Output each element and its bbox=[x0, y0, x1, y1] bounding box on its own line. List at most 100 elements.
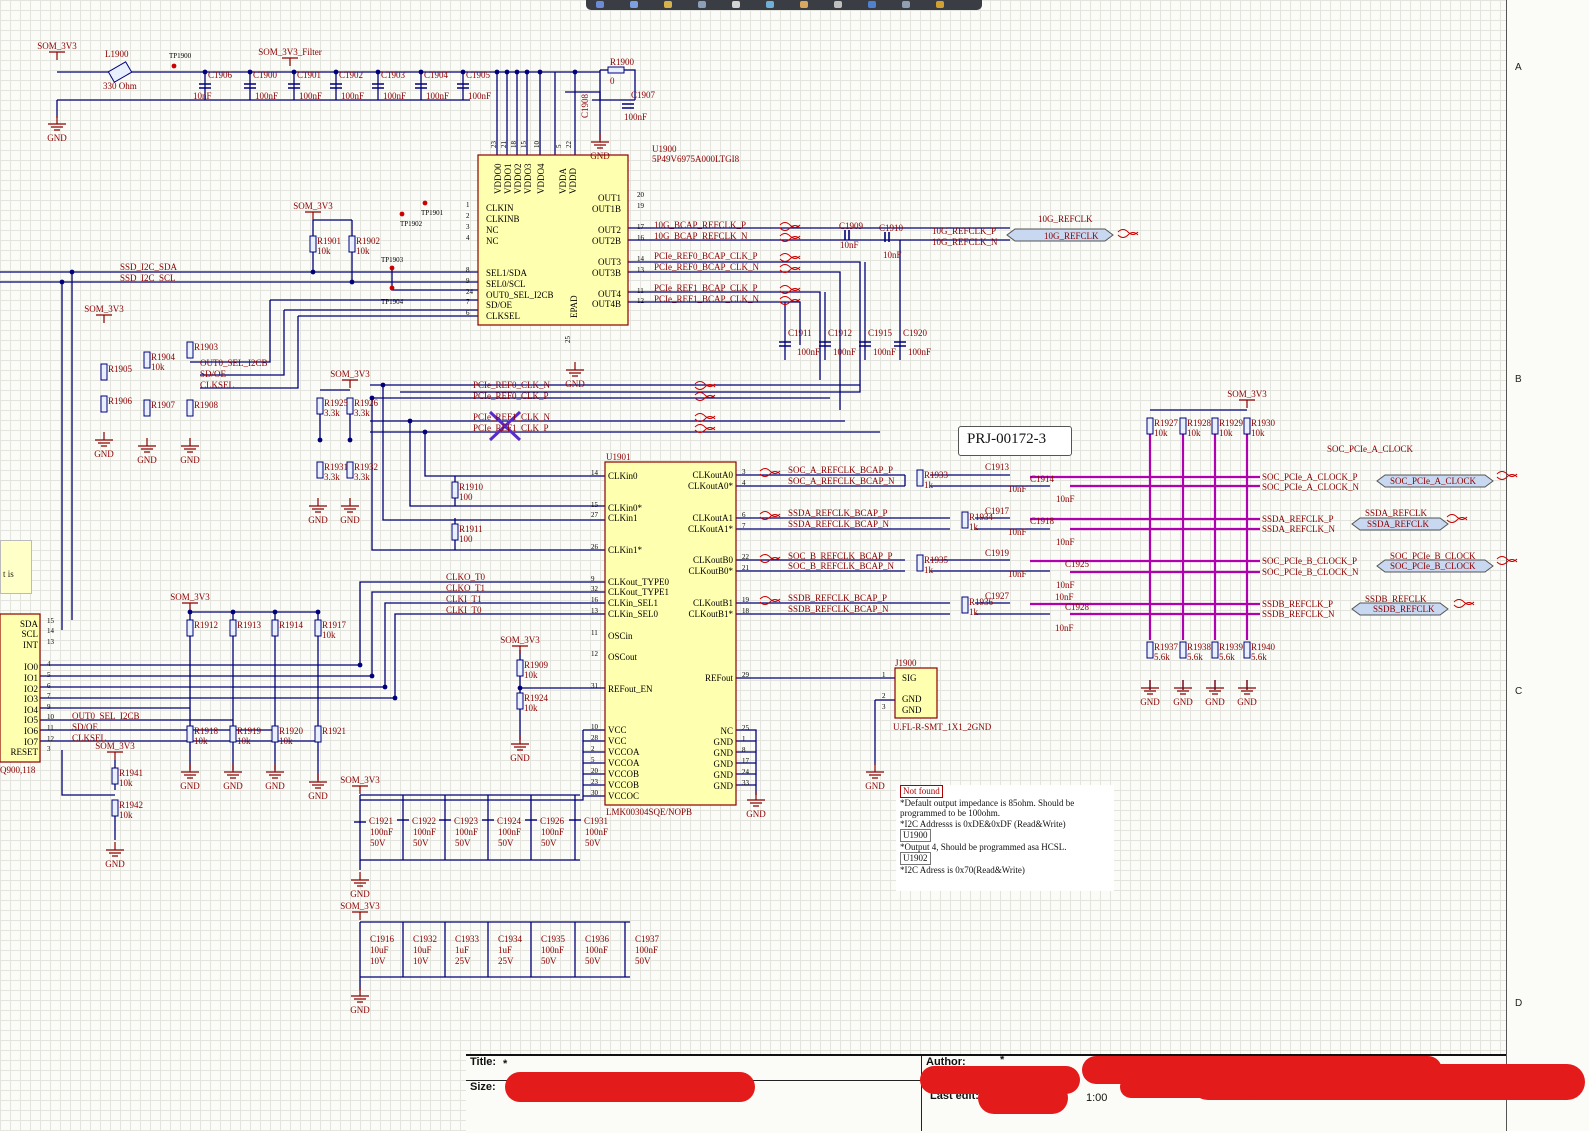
resistor[interactable] bbox=[186, 619, 194, 637]
j1900-body[interactable] bbox=[894, 667, 938, 719]
scale-value: 1:00 bbox=[1086, 1092, 1108, 1104]
capacitor-value: 100nF bbox=[624, 112, 647, 122]
capacitor[interactable] bbox=[859, 341, 871, 347]
capacitor[interactable] bbox=[372, 83, 384, 89]
capacitor[interactable] bbox=[330, 83, 342, 89]
resistor[interactable] bbox=[916, 554, 924, 572]
resistor[interactable] bbox=[111, 799, 119, 817]
ground-label: GND bbox=[1205, 697, 1225, 707]
capacitor-ref: C1904 bbox=[424, 70, 449, 80]
project-callout[interactable]: PRJ-00172-3 bbox=[958, 426, 1072, 456]
test-point-dot bbox=[389, 285, 395, 291]
resistor[interactable] bbox=[516, 659, 524, 677]
sticky-note[interactable]: t is bbox=[0, 540, 32, 594]
toolbar-button[interactable] bbox=[902, 1, 910, 8]
junction-dot bbox=[572, 69, 578, 75]
toolbar-button[interactable] bbox=[732, 1, 740, 8]
toolbar-button[interactable] bbox=[698, 1, 706, 8]
capacitor[interactable] bbox=[199, 83, 211, 89]
diff-pair-icon bbox=[759, 554, 781, 563]
resistor[interactable] bbox=[309, 235, 317, 253]
floating-toolbar[interactable] bbox=[586, 0, 982, 10]
toolbar-button[interactable] bbox=[834, 1, 842, 8]
resistor[interactable] bbox=[271, 619, 279, 637]
resistor[interactable] bbox=[451, 523, 459, 541]
resistor[interactable] bbox=[229, 725, 237, 743]
u1900-body[interactable] bbox=[477, 154, 629, 326]
capacitor[interactable] bbox=[288, 83, 300, 89]
toolbar-button[interactable] bbox=[800, 1, 808, 8]
resistor[interactable] bbox=[1146, 417, 1154, 435]
resistor[interactable] bbox=[346, 461, 354, 479]
resistor[interactable] bbox=[1243, 417, 1251, 435]
u1901-pin-number: 5 bbox=[591, 756, 595, 764]
resistor[interactable] bbox=[516, 692, 524, 710]
resistor[interactable] bbox=[346, 397, 354, 415]
design-note[interactable]: Not found *Default output impedance is 8… bbox=[896, 785, 1114, 891]
resistor[interactable] bbox=[1179, 641, 1187, 659]
capacitor[interactable] bbox=[894, 341, 906, 347]
capacitor[interactable] bbox=[819, 341, 831, 347]
junction-dot bbox=[202, 69, 208, 75]
resistor[interactable] bbox=[607, 66, 625, 74]
toolbar-button[interactable] bbox=[868, 1, 876, 8]
u1901-pin-label: CLKin_SEL0 bbox=[608, 609, 659, 619]
capacitor[interactable] bbox=[622, 103, 634, 109]
u1900-pin-number: 4 bbox=[466, 234, 470, 242]
u1900-pin-number: 11 bbox=[637, 287, 644, 295]
toolbar-button[interactable] bbox=[596, 1, 604, 8]
resistor[interactable] bbox=[229, 619, 237, 637]
resistor[interactable] bbox=[186, 341, 194, 359]
resistor[interactable] bbox=[961, 511, 969, 529]
resistor[interactable] bbox=[961, 596, 969, 614]
resistor[interactable] bbox=[314, 619, 322, 637]
resistor[interactable] bbox=[1243, 641, 1251, 659]
net-label: SOC_PCIe_A_CLOCK_P bbox=[1262, 472, 1358, 482]
resistor-value: 1k bbox=[924, 480, 934, 490]
capacitor[interactable] bbox=[844, 230, 850, 240]
capacitor[interactable] bbox=[415, 83, 427, 89]
resistor[interactable] bbox=[314, 725, 322, 743]
resistor-value: 10k bbox=[1154, 428, 1168, 438]
resistor[interactable] bbox=[111, 767, 119, 785]
resistor[interactable] bbox=[143, 399, 151, 417]
resistor[interactable] bbox=[100, 363, 108, 381]
toolbar-button[interactable] bbox=[664, 1, 672, 8]
capacitor[interactable] bbox=[457, 83, 469, 89]
testpoint-label: TP1900 bbox=[169, 52, 192, 60]
capacitor[interactable] bbox=[244, 83, 256, 89]
resistor[interactable] bbox=[316, 397, 324, 415]
resistor[interactable] bbox=[143, 351, 151, 369]
resistor[interactable] bbox=[316, 461, 324, 479]
inductor-l1900[interactable] bbox=[107, 61, 133, 83]
resistor[interactable] bbox=[1179, 417, 1187, 435]
resistor[interactable] bbox=[1211, 417, 1219, 435]
capacitor[interactable] bbox=[779, 341, 791, 347]
resistor[interactable] bbox=[100, 395, 108, 413]
capacitor-ref: C1919 bbox=[985, 548, 1010, 558]
resistor[interactable] bbox=[1146, 641, 1154, 659]
capacitors[interactable] bbox=[199, 83, 906, 823]
resistor[interactable] bbox=[1211, 641, 1219, 659]
toolbar-button[interactable] bbox=[630, 1, 638, 8]
resistor[interactable] bbox=[186, 725, 194, 743]
io-expander-body[interactable] bbox=[0, 613, 41, 763]
resistor[interactable] bbox=[451, 481, 459, 499]
toolbar-button[interactable] bbox=[766, 1, 774, 8]
resistors[interactable] bbox=[100, 66, 1251, 817]
resistor[interactable] bbox=[271, 725, 279, 743]
toolbar-button[interactable] bbox=[936, 1, 944, 8]
resistor[interactable] bbox=[186, 399, 194, 417]
resistor[interactable] bbox=[916, 469, 924, 487]
u1901-body[interactable] bbox=[604, 461, 737, 806]
capacitor-value: 10uF bbox=[370, 945, 389, 955]
resistor[interactable] bbox=[348, 235, 356, 253]
net-label: 10G_BCAP_REFCLK_P bbox=[654, 220, 746, 230]
capacitor-value: 100nF bbox=[585, 945, 608, 955]
capacitor-value: 10nF bbox=[1008, 527, 1027, 537]
capacitor-value: 100nF bbox=[299, 91, 322, 101]
capacitor[interactable] bbox=[884, 232, 890, 242]
capacitor-value: 100nF bbox=[455, 827, 478, 837]
